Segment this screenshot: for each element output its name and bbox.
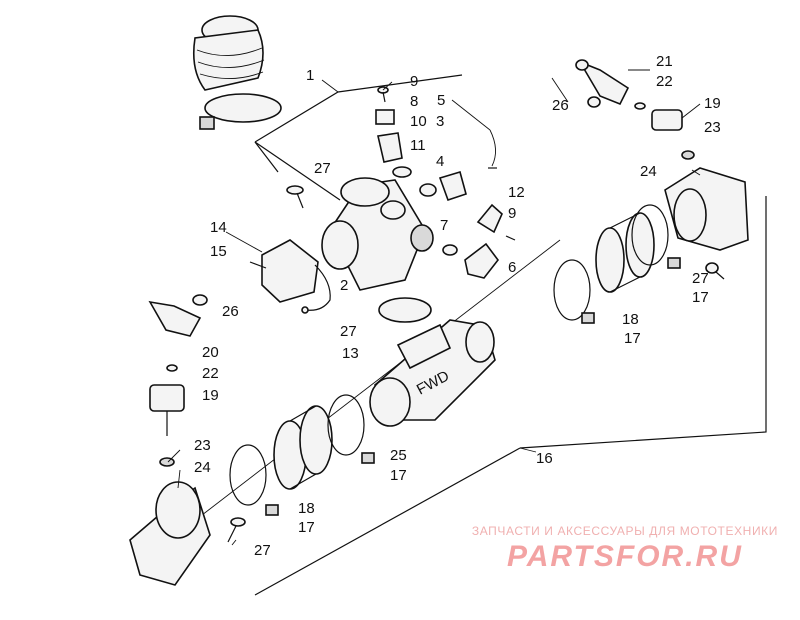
callout-26-right: 26 bbox=[552, 97, 569, 114]
assembly-centerline bbox=[149, 239, 561, 556]
callout-15: 15 bbox=[210, 243, 227, 260]
injector-19-right bbox=[651, 109, 695, 160]
callout-17-left: 17 bbox=[298, 519, 315, 536]
sensor-cover-14 bbox=[261, 239, 319, 303]
callout-7: 7 bbox=[440, 217, 448, 234]
callout-23-left: 23 bbox=[194, 437, 211, 454]
callout-19-left: 19 bbox=[202, 387, 219, 404]
intake-boot bbox=[192, 15, 282, 130]
callout-24-right: 24 bbox=[640, 163, 657, 180]
callout-28: 27 bbox=[340, 323, 357, 340]
callout-21: 21 bbox=[656, 53, 673, 70]
seal-23-left bbox=[159, 457, 175, 467]
callout-18-left: 18 bbox=[298, 500, 315, 517]
callout-10: 10 bbox=[410, 113, 427, 130]
leader-lines bbox=[167, 69, 701, 546]
fuel-rail-20 bbox=[148, 294, 208, 372]
assembly-bracket-16 bbox=[254, 196, 767, 596]
coupler-18-right bbox=[595, 212, 655, 293]
callout-16: 16 bbox=[536, 450, 553, 467]
callout-3: 3 bbox=[436, 113, 444, 130]
callout-22-right: 22 bbox=[656, 73, 673, 90]
clamp-17-left-a bbox=[229, 444, 279, 516]
manifold-24-right bbox=[664, 167, 749, 251]
assembly-bracket-1 bbox=[254, 74, 463, 173]
callout-12: 12 bbox=[508, 184, 525, 201]
plenum-25: FWD bbox=[369, 319, 496, 427]
callout-27-bottom: 27 bbox=[254, 542, 271, 559]
coupler-18-left bbox=[273, 405, 333, 490]
callout-25: 25 bbox=[390, 447, 407, 464]
watermark-logo-text: PARTSFOR.RU bbox=[506, 540, 743, 573]
callout-22-left: 22 bbox=[202, 365, 219, 382]
callout-5: 5 bbox=[437, 92, 445, 109]
fuel-rail-21 bbox=[575, 59, 646, 110]
right-bracket-12 bbox=[442, 203, 516, 279]
clamp-17-right-b bbox=[631, 204, 681, 269]
callout-27-right: 27 bbox=[692, 270, 709, 287]
watermark: ЗАПЧАСТИ И АКСЕССУАРЫ ДЛЯ МОТОТЕХНИКИ PA… bbox=[472, 524, 778, 574]
callout-8: 8 bbox=[410, 93, 418, 110]
manifold-24-left bbox=[129, 481, 211, 586]
callout-23-right: 23 bbox=[704, 119, 721, 136]
screw-27-bottom bbox=[227, 517, 246, 543]
callout-20: 20 bbox=[202, 344, 219, 361]
callout-6: 6 bbox=[508, 259, 516, 276]
upper-fasteners bbox=[375, 86, 497, 202]
clamp-17-right-a bbox=[553, 259, 595, 324]
callout-9-right: 9 bbox=[508, 205, 516, 222]
watermark-tagline: ЗАПЧАСТИ И АКСЕССУАРЫ ДЛЯ МОТОТЕХНИКИ bbox=[471, 524, 778, 538]
callout-11: 11 bbox=[410, 137, 426, 154]
callout-26-left: 26 bbox=[222, 303, 239, 320]
callout-18-right: 18 bbox=[622, 311, 639, 328]
callout-17-right-a: 17 bbox=[624, 330, 641, 347]
callout-17-right-b: 17 bbox=[692, 289, 709, 306]
callout-24-left: 24 bbox=[194, 459, 211, 476]
screw-27-top bbox=[286, 185, 304, 209]
callout-labels: 1 2 3 4 5 6 7 8 9 9 10 11 12 13 14 15 16… bbox=[194, 53, 721, 559]
callout-13: 13 bbox=[342, 345, 359, 362]
callout-19-right: 19 bbox=[704, 95, 721, 112]
callout-9-top: 9 bbox=[410, 73, 418, 90]
o-ring-13 bbox=[378, 297, 432, 323]
callout-2: 2 bbox=[340, 277, 348, 294]
callout-27-top: 27 bbox=[314, 160, 331, 177]
callout-4: 4 bbox=[436, 153, 444, 170]
injector-19-left bbox=[149, 384, 185, 436]
wire-28 bbox=[301, 264, 331, 314]
callout-14: 14 bbox=[210, 219, 227, 236]
clamp-17-left-b bbox=[327, 394, 375, 464]
callout-1: 1 bbox=[306, 67, 314, 84]
screw-27-right bbox=[705, 262, 725, 280]
throttle-body bbox=[254, 141, 434, 291]
screw-15 bbox=[249, 261, 267, 269]
callout-17-mid: 17 bbox=[390, 467, 407, 484]
